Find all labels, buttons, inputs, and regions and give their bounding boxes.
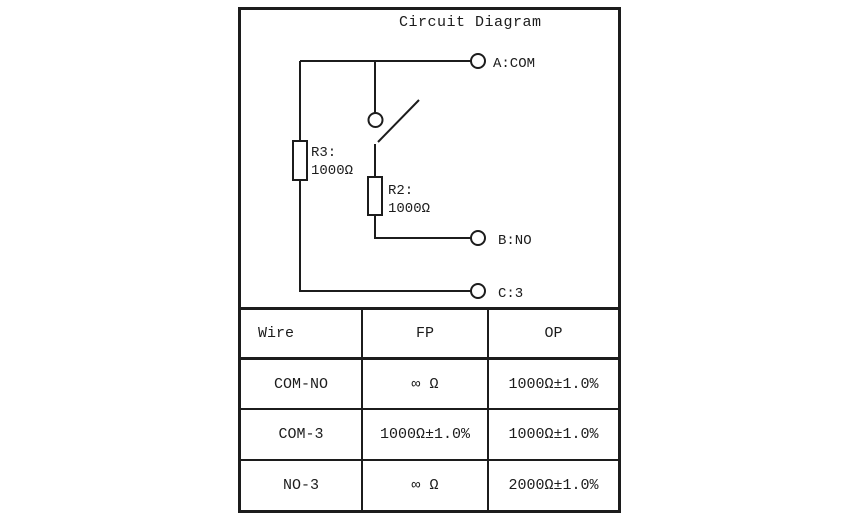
resistor-r2-name: R2:: [388, 183, 413, 199]
column-header-op: OP: [487, 308, 618, 360]
terminal-c-label: C:3: [498, 286, 523, 302]
column-header-fp: FP: [362, 308, 489, 360]
resistance-spec-table: Wire FP OP COM-NO ∞ Ω 1000Ω±1.0% COM-3 1…: [241, 307, 618, 510]
cell-op: 2000Ω±1.0%: [508, 476, 599, 494]
cell-wire: NO-3: [241, 459, 364, 510]
table-row: COM-NO ∞ Ω 1000Ω±1.0%: [241, 358, 618, 410]
cell-op: 1000Ω±1.0%: [487, 358, 618, 410]
cell-wire: COM-NO: [241, 358, 364, 410]
table-row: COM-3 1000Ω±1.0% 1000Ω±1.0%: [241, 409, 618, 461]
cell-op: 1000Ω±1.0%: [487, 409, 618, 461]
resistor-r3-value: 1000Ω: [311, 163, 353, 179]
terminal-b-icon: [470, 230, 486, 246]
switch-blade-icon: [377, 99, 420, 143]
cell-fp: ∞ Ω: [362, 459, 489, 510]
diagram-panel: Circuit Diagram: [238, 7, 621, 513]
table-row: NO-3 ∞ Ω 2000Ω±1.0%: [241, 459, 618, 510]
terminal-b-label: B:NO: [498, 233, 532, 249]
resistor-r3-icon: [292, 140, 308, 181]
resistor-r2-icon: [367, 176, 383, 216]
cell-fp: 1000Ω±1.0%: [362, 409, 489, 461]
wire-r2-to-b: [374, 215, 471, 239]
wire-left-branch: [299, 61, 471, 292]
resistor-r3-name: R3:: [311, 145, 336, 161]
column-header-wire: Wire: [241, 308, 364, 360]
terminal-a-label: A:COM: [493, 56, 535, 72]
table-header-row: Wire FP OP: [241, 308, 618, 360]
resistor-r2-value: 1000Ω: [388, 201, 430, 217]
terminal-c-icon: [470, 283, 486, 299]
terminal-a-icon: [470, 53, 486, 69]
switch-icon: [367, 112, 384, 128]
diagram-title: Circuit Diagram: [399, 14, 542, 31]
cell-fp: ∞ Ω: [362, 358, 489, 410]
cell-wire: COM-3: [241, 409, 364, 461]
circuit-drawing: A:COM B:NO C:3 R3: 1000Ω R2: 1000Ω: [292, 53, 535, 302]
